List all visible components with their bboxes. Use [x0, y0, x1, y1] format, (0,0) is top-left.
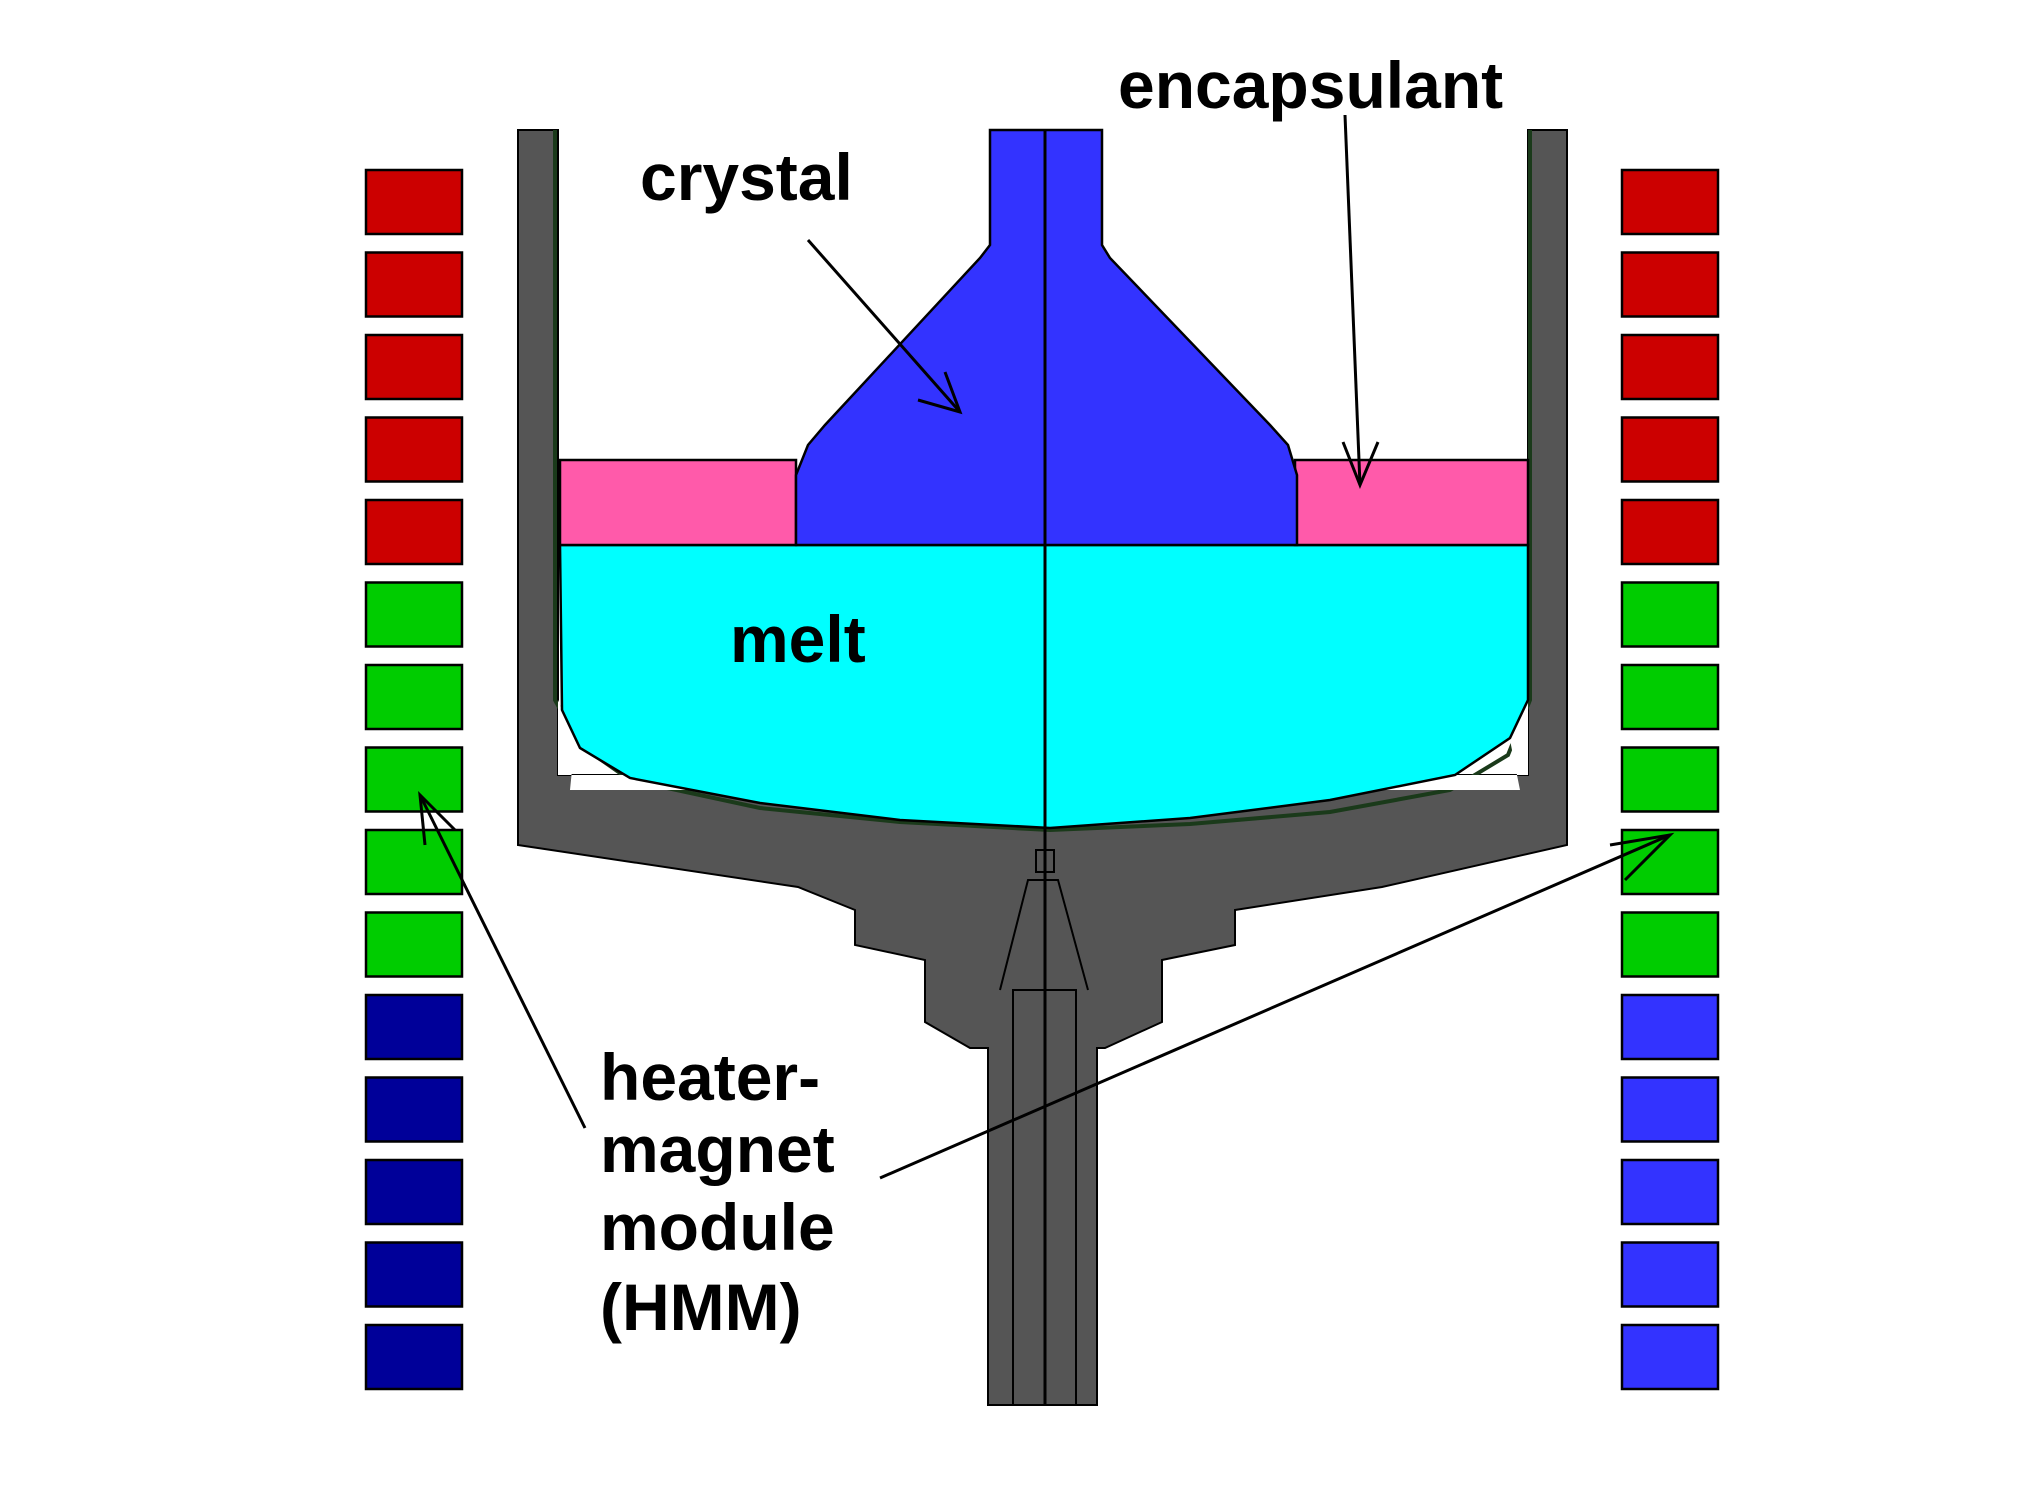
label-encapsulant: encapsulant: [1118, 48, 1503, 122]
encapsulant-arrowhead: [1341, 441, 1380, 489]
hmm-module-right-upper-3: [1620, 333, 1720, 401]
hmm-module-left-upper-4: [364, 416, 464, 483]
encapsulant-right: [1293, 458, 1530, 547]
label-hmm-line1: heater-: [600, 1040, 820, 1114]
hmm-module-left-upper-5: [364, 498, 464, 566]
shaft-connector: [1035, 849, 1055, 873]
hmm-module-right-middle-3: [1620, 746, 1720, 813]
label-crystal: crystal: [640, 140, 853, 214]
hmm-module-left-middle-4: [364, 828, 464, 896]
hmm-module-left-middle-1: [364, 581, 464, 648]
hmm-module-right-upper-4: [1620, 416, 1720, 483]
hmm-module-left-lower-4: [364, 1241, 464, 1308]
hmm-module-right-lower-2: [1620, 1076, 1720, 1143]
hmm-stack-left: [364, 168, 464, 1391]
hmm-module-left-lower-3: [364, 1158, 464, 1226]
label-melt: melt: [730, 602, 866, 676]
hmm-module-right-lower-1: [1620, 993, 1720, 1061]
hmm-module-left-upper-1: [364, 168, 464, 236]
hmm-module-right-middle-5: [1620, 911, 1720, 978]
hmm-module-right-upper-2: [1620, 251, 1720, 318]
hmm-right-arrow-line: [879, 833, 1671, 1180]
label-hmm-line3: module: [600, 1190, 835, 1264]
hmm-module-left-upper-3: [364, 333, 464, 401]
hmm-module-right-upper-5: [1620, 498, 1720, 566]
encapsulant-arrow-line: [1343, 114, 1362, 486]
hmm-module-right-lower-4: [1620, 1241, 1720, 1308]
label-hmm-line2: magnet: [600, 1112, 835, 1186]
hmm-module-right-middle-2: [1620, 663, 1720, 731]
hmm-module-right-upper-1: [1620, 168, 1720, 236]
crystal-arrow-line: [806, 239, 962, 413]
hmm-module-left-middle-2: [364, 663, 464, 731]
hmm-right-arrowhead: [1609, 832, 1675, 882]
hmm-module-right-lower-3: [1620, 1158, 1720, 1226]
encapsulant-left: [558, 458, 798, 547]
hmm-left-arrow-line: [418, 794, 587, 1129]
crystal-arrowhead: [917, 371, 963, 415]
hmm-module-left-middle-5: [364, 911, 464, 978]
hmm-module-right-middle-1: [1620, 581, 1720, 648]
hmm-module-left-upper-2: [364, 251, 464, 318]
hmm-module-left-middle-3: [364, 746, 464, 813]
shaft-taper: [999, 879, 1089, 991]
hmm-module-left-lower-5: [364, 1323, 464, 1391]
hmm-left-arrowhead: [418, 790, 457, 846]
hmm-module-left-lower-2: [364, 1076, 464, 1143]
hmm-module-left-lower-1: [364, 993, 464, 1061]
hmm-module-right-lower-5: [1620, 1323, 1720, 1391]
hmm-stack-right: [1620, 168, 1720, 1391]
label-hmm-line4: (HMM): [600, 1270, 802, 1344]
annotation-arrows: [418, 114, 1675, 1180]
